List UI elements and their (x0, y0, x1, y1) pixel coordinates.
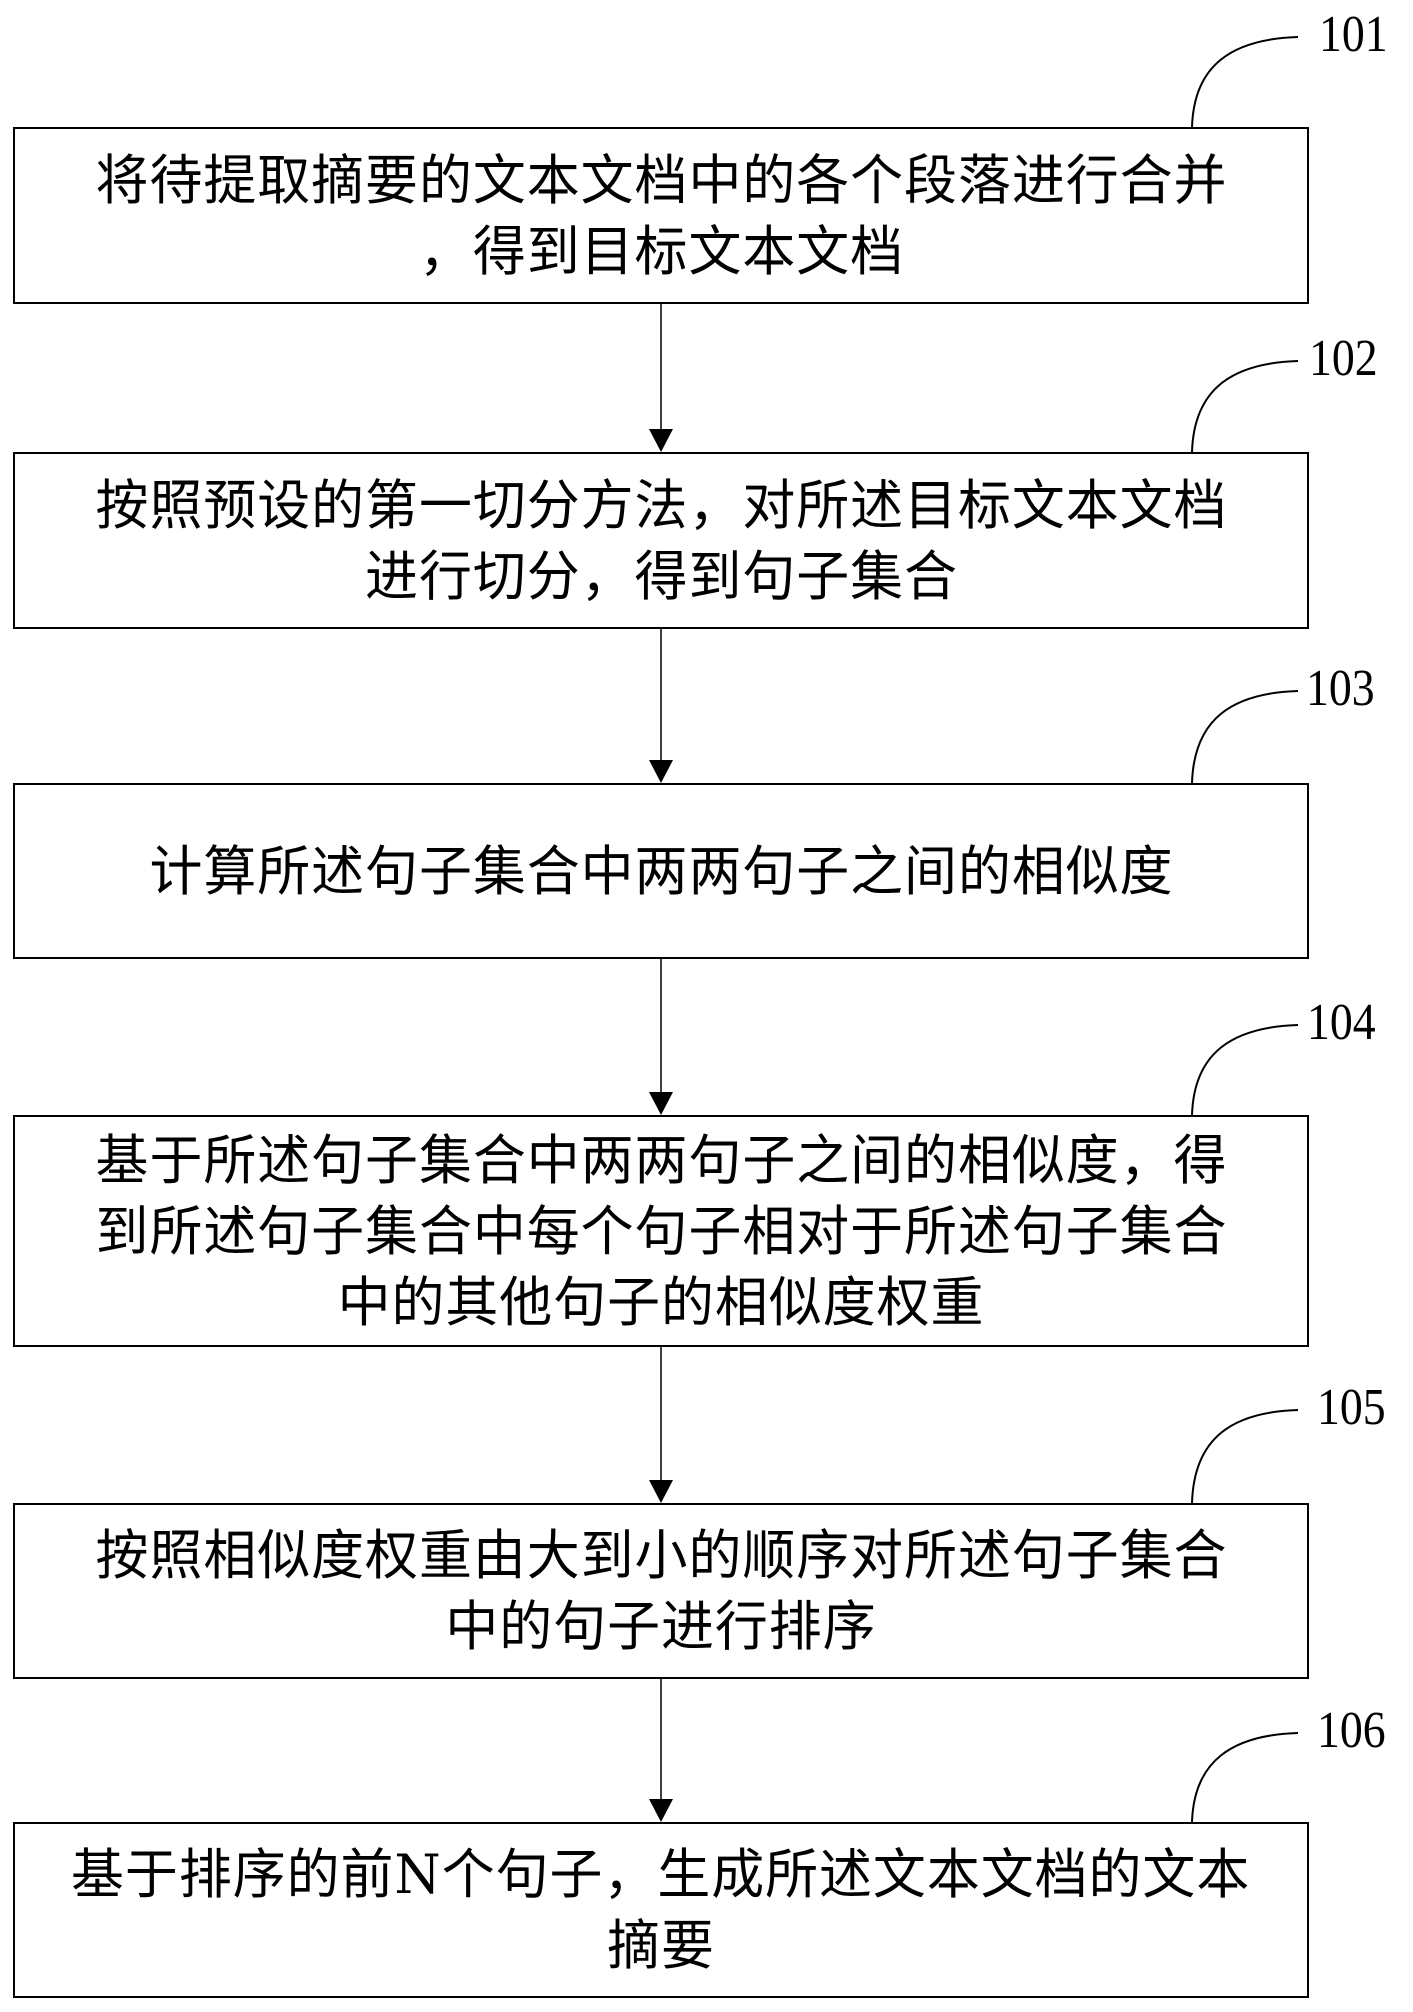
arrowhead-103-104 (649, 1092, 673, 1115)
step-box-101: 将待提取摘要的文本文档中的各个段落进行合并 ，得到目标文本文档 (13, 127, 1309, 304)
step-text-line: 按照相似度权重由大到小的顺序对所述句子集合 (95, 1524, 1227, 1587)
step-text-line: 进行切分，得到句子集合 (364, 544, 958, 608)
step-box-105: 按照相似度权重由大到小的顺序对所述句子集合 中的句子进行排序 (13, 1503, 1309, 1679)
step-box-102: 按照预设的第一切分方法，对所述目标文本文档 进行切分，得到句子集合 (13, 452, 1309, 629)
step-label-103: 103 (1306, 660, 1375, 717)
leader-line-104 (1191, 1024, 1299, 1116)
step-text-line: 将待提取摘要的文本文档中的各个段落进行合并 (95, 148, 1227, 212)
step-box-104: 基于所述句子集合中两两句子之间的相似度，得 到所述句子集合中每个句子相对于所述句… (13, 1115, 1309, 1347)
step-box-106: 基于排序的前N个句子，生成所述文本文档的文本 摘要 (13, 1822, 1309, 1998)
step-label-106: 106 (1317, 1702, 1386, 1759)
arrowhead-105-106 (649, 1799, 673, 1822)
step-label-102: 102 (1309, 330, 1378, 387)
step-text-line: 摘要 (607, 1914, 715, 1977)
arrowhead-101-102 (649, 429, 673, 452)
step-label-105: 105 (1317, 1379, 1386, 1436)
leader-line-106 (1191, 1732, 1299, 1823)
leader-line-105 (1191, 1409, 1299, 1504)
step-text-line: 中的其他句子的相似度权重 (337, 1270, 985, 1334)
step-text-line: 到所述句子集合中每个句子相对于所述句子集合 (95, 1199, 1227, 1263)
step-box-103: 计算所述句子集合中两两句子之间的相似度 (13, 783, 1309, 959)
leader-line-101 (1191, 36, 1299, 128)
step-text-line: 中的句子进行排序 (445, 1595, 877, 1658)
arrowhead-102-103 (649, 760, 673, 783)
step-label-101: 101 (1319, 6, 1388, 63)
step-text-line: 基于所述句子集合中两两句子之间的相似度，得 (95, 1128, 1227, 1192)
leader-line-102 (1191, 360, 1299, 453)
step-text-line: 基于排序的前N个句子，生成所述文本文档的文本 (71, 1843, 1251, 1906)
step-text-line: 按照预设的第一切分方法，对所述目标文本文档 (95, 473, 1227, 537)
step-label-104: 104 (1307, 994, 1376, 1051)
arrowhead-104-105 (649, 1480, 673, 1503)
leader-line-103 (1191, 690, 1299, 784)
step-text-line: 计算所述句子集合中两两句子之间的相似度 (148, 839, 1174, 903)
step-text-line: ，得到目标文本文档 (418, 219, 904, 283)
